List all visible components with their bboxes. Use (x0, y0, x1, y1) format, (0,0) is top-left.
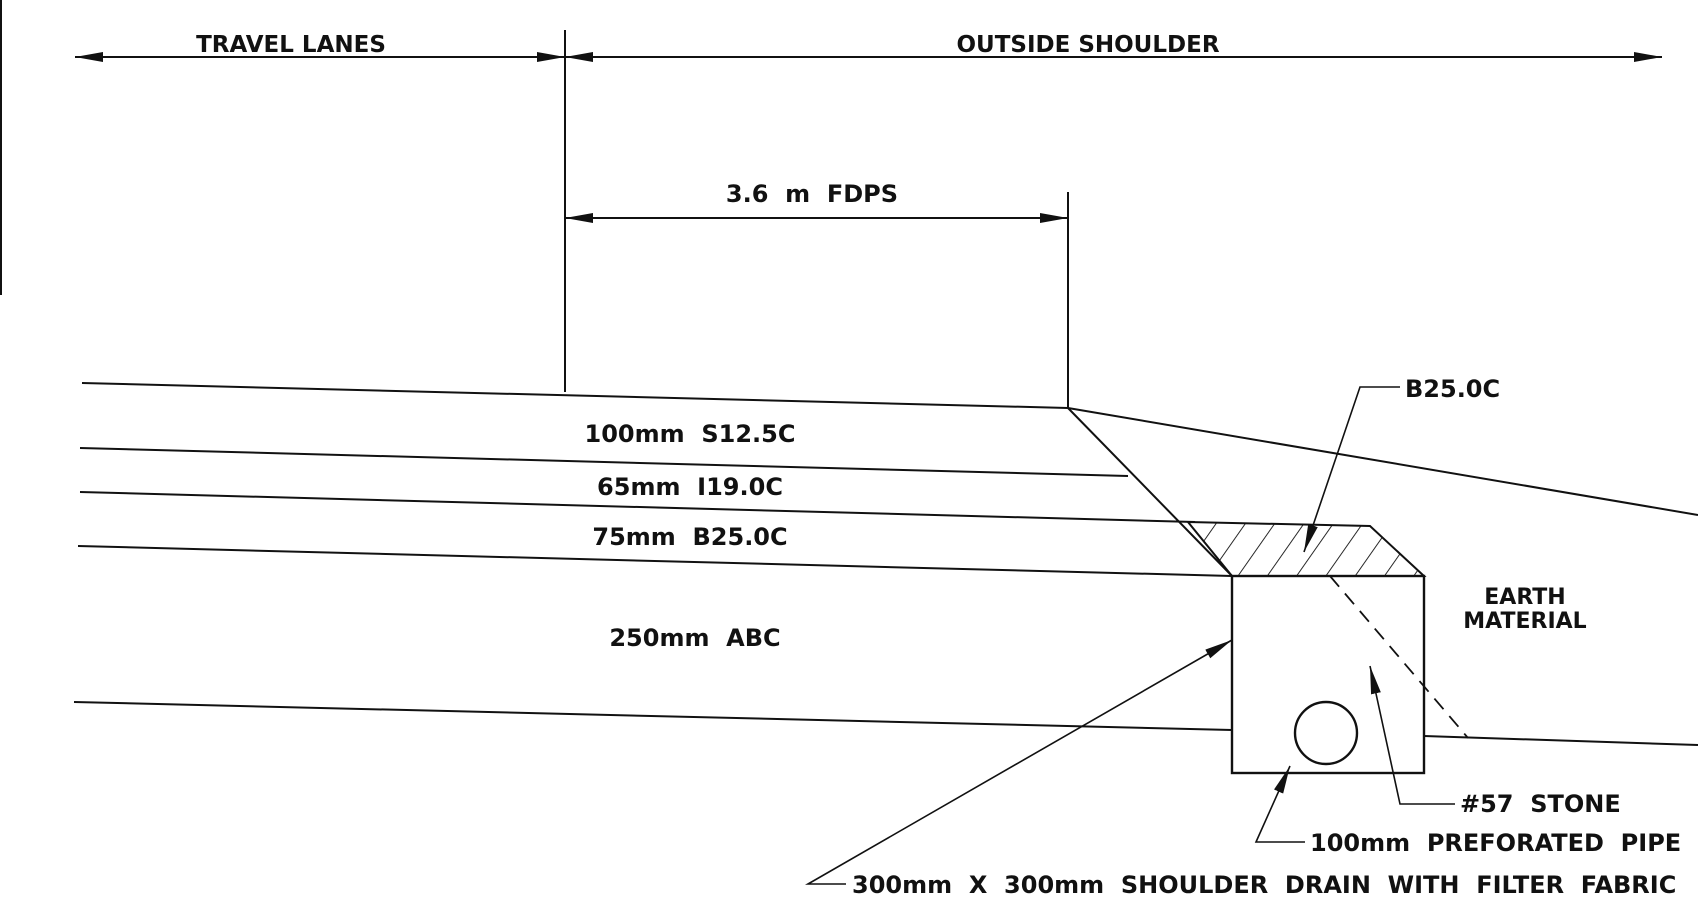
stone-callout-label: #57 STONE (1460, 790, 1621, 818)
intermediate-layer-label: 65mm I19.0C (597, 473, 783, 501)
surface-layer-bottom-line (79, 447, 1129, 477)
fdps-taper-edge (1067, 407, 1233, 577)
shoulder-drain-box (1230, 574, 1426, 775)
abc-layer-bottom-line (73, 701, 1233, 731)
surface-layer-label: 100mm S12.5C (585, 420, 796, 448)
pipe-callout-label: 100mm PREFORATED PIPE (1310, 829, 1681, 857)
earth-material-label-line1: EARTH (1484, 585, 1565, 610)
abc-layer-label: 250mm ABC (609, 624, 780, 652)
drain-leader (805, 639, 1233, 885)
outside-shoulder-label: OUTSIDE SHOULDER (956, 32, 1219, 58)
b25-callout-label: B25.0C (1405, 375, 1500, 403)
excavation-dashed-line (1329, 575, 1469, 739)
slope-surface-line (1067, 407, 1698, 516)
earth-subgrade-line (1423, 735, 1698, 746)
pavement-surface-line (81, 382, 1069, 409)
earth-material-label-line2: MATERIAL (1463, 609, 1586, 634)
pipe-leader (1254, 765, 1305, 843)
base-layer-bottom-line (77, 545, 1233, 577)
base-layer-label: 75mm B25.0C (592, 523, 787, 551)
fdps-label: 3.6 m FDPS (726, 180, 898, 208)
b25-leader (1303, 386, 1400, 553)
intermediate-layer-bottom-line (79, 491, 1196, 523)
stone-leader (1369, 665, 1455, 805)
travel-lanes-label: TRAVEL LANES (196, 32, 386, 58)
drain-callout-label: 300mm X 300mm SHOULDER DRAIN WITH FILTER… (852, 871, 1676, 899)
perforated-pipe (1293, 700, 1359, 766)
